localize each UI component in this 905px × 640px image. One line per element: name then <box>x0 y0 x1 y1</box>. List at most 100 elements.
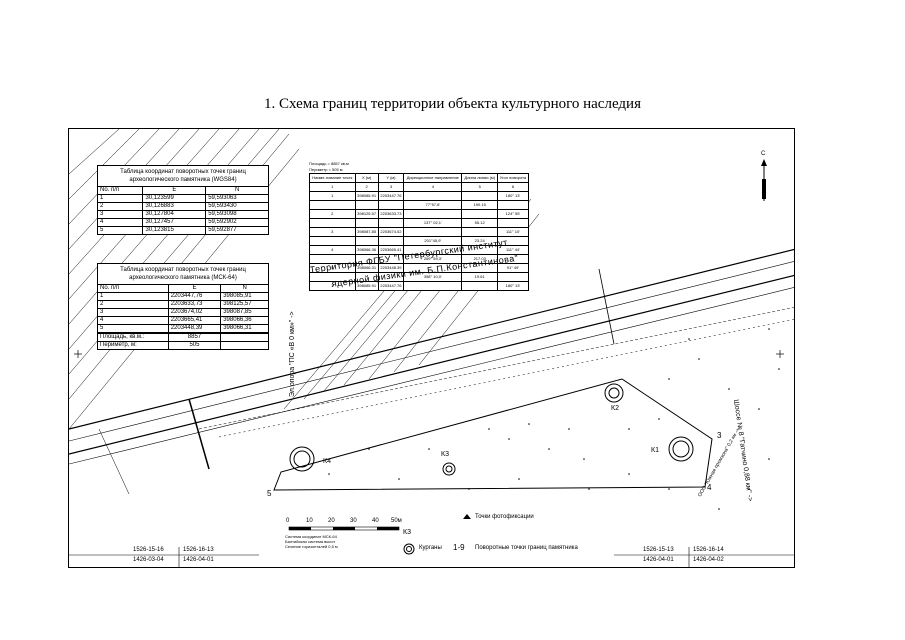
point-3-label: 3 <box>717 431 722 440</box>
area-label: Площадь, кв.м.: <box>97 332 169 342</box>
cell: 2203633,73 <box>167 300 222 309</box>
legend-turn-label: Поворотные точки границ памятника <box>475 545 578 551</box>
boundary-map: Таблица координат поворотных точек грани… <box>68 128 795 568</box>
road-band <box>69 248 794 495</box>
legend-kurgan-icon <box>403 543 415 555</box>
perimeter-value: 505 <box>167 341 222 350</box>
cell <box>461 281 498 291</box>
scale-tick: 50м <box>391 518 402 524</box>
cell: 30,123599 <box>142 194 207 203</box>
vegetation-dots <box>328 328 780 510</box>
wgs84-table-heading: Таблица координат поворотных точек грани… <box>97 165 269 186</box>
cell: 4 <box>403 182 463 192</box>
kurgan-k3-label: К3 <box>441 451 449 458</box>
cell: 398087.85 <box>354 227 379 237</box>
cell: 111° 10' <box>496 227 530 237</box>
msk64-table-heading: Таблица координат поворотных точек грани… <box>97 263 269 284</box>
sheet-label: 1526-16-13 <box>183 547 214 553</box>
cell <box>377 236 405 246</box>
cell: 398125.57 <box>354 209 379 219</box>
cell: 1 <box>96 194 144 203</box>
cell <box>403 191 463 201</box>
cell: 5 <box>461 182 498 192</box>
cell: 2203447.76 <box>377 281 405 291</box>
cell: 2203447,76 <box>167 292 222 301</box>
north-label: С <box>761 151 766 157</box>
cell <box>309 218 356 228</box>
cell: 398125,57 <box>220 300 269 309</box>
cell: 59,593098 <box>205 210 269 219</box>
cell: 2203665,41 <box>167 316 222 325</box>
cell: 398085.91 <box>354 191 379 201</box>
cell <box>377 218 405 228</box>
scale-bar <box>288 526 400 531</box>
kurgan-k4-label: К4 <box>323 458 331 465</box>
scale-note: Система координат МСК-64 <box>285 534 337 539</box>
cell <box>496 272 530 282</box>
cell <box>354 200 379 210</box>
cell: 190.15 <box>461 200 498 210</box>
sheet-label: 1426-04-01 <box>643 557 674 563</box>
cell: 398085,91 <box>220 292 269 301</box>
cell: 2203633.73 <box>377 209 405 219</box>
cell: 2 <box>354 182 379 192</box>
cell: 30,123815 <box>142 226 207 235</box>
kurgan-k2-label: К2 <box>611 405 619 412</box>
cell: 19.61 <box>461 272 498 282</box>
cell: 3 <box>309 227 356 237</box>
scale-tick: 0 <box>286 518 290 524</box>
cell: 59,592902 <box>205 218 269 227</box>
point-4-label: 4 <box>707 483 712 492</box>
cell: 1 <box>309 191 356 201</box>
cell: 30,127457 <box>142 218 207 227</box>
cell <box>354 236 379 246</box>
cell: 180° 13' <box>496 281 530 291</box>
sheet-label: 1426-04-02 <box>693 557 724 563</box>
scale-tick: 30 <box>350 518 357 524</box>
legend-photo-label: Точки фотофиксации <box>475 514 534 520</box>
sheet-label: 1426-04-01 <box>183 557 214 563</box>
grid-crosses <box>74 350 784 358</box>
cell: 1 <box>97 292 169 301</box>
sheet-label: 1526-15-16 <box>133 547 164 553</box>
point-5-label: 5 <box>267 489 272 498</box>
kurgans <box>289 383 694 476</box>
table-row: 77°57,8'190.15 <box>309 200 530 210</box>
legend-turn-code: 1-9 <box>453 543 465 552</box>
north-arrow-icon <box>761 159 767 201</box>
msk64-col-no: No. п/п <box>97 284 169 293</box>
cell <box>461 191 498 201</box>
wgs84-col-e: E <box>142 186 207 195</box>
cell: 137° 02,1' <box>403 218 463 228</box>
cell: 2203674.02 <box>377 227 405 237</box>
cell: 398066.36 <box>354 245 379 255</box>
cell <box>309 200 356 210</box>
scale-tick: 20 <box>328 518 335 524</box>
cell: 124° 55' <box>496 209 530 219</box>
segments-perimeter: Периметр = 505 м <box>309 167 343 172</box>
cell: 5 <box>96 226 144 235</box>
cell: 398087,85 <box>220 308 269 317</box>
legend-photo-icon <box>463 514 471 519</box>
cell: 3 <box>96 210 144 219</box>
cell: 3 <box>377 182 405 192</box>
scale-note: Балтийская система высот <box>285 539 336 544</box>
seg-col-y: Y (м) <box>377 173 405 183</box>
scale-tick: 10 <box>306 518 313 524</box>
msk64-col-e: E <box>167 284 222 293</box>
wgs84-table: Таблица координат поворотных точек грани… <box>96 165 269 235</box>
msk64-table: Таблица координат поворотных точек грани… <box>97 263 269 350</box>
table-row: 137° 02,1'55.12 <box>309 218 530 228</box>
cell: 30,127804 <box>142 210 207 219</box>
sheet-label: 1526-15-13 <box>643 547 674 553</box>
cell <box>461 227 498 237</box>
